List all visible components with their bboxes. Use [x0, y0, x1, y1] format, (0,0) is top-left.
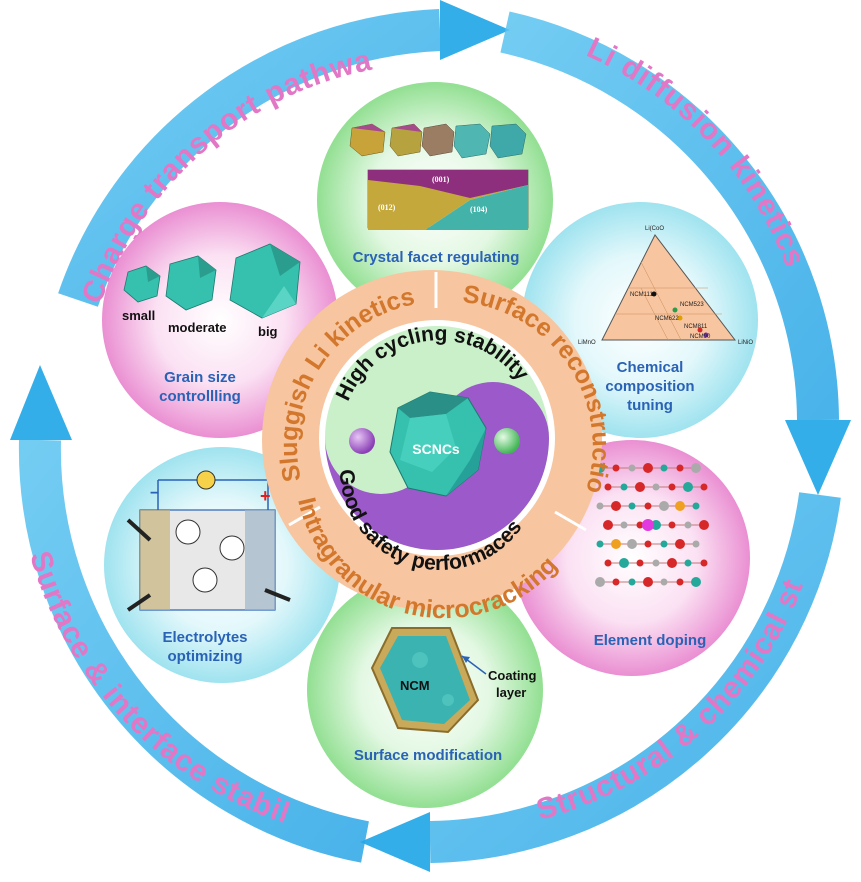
ternary-diagram: NCM111 NCM523 NCM622 NCM811 NCM90 Li(CoO…	[578, 226, 753, 346]
lattice-atom	[604, 483, 612, 491]
lattice-atom	[684, 559, 692, 567]
lattice-atom	[595, 577, 605, 587]
lattice-atom	[692, 502, 700, 510]
dopant-atom	[675, 501, 685, 511]
lattice-atom	[620, 521, 628, 529]
petal-title-grain-2: controllling	[159, 388, 241, 405]
petal-title-surface-mod: Surface modification	[354, 747, 502, 764]
lattice-atom	[619, 558, 629, 568]
lattice-atom	[676, 578, 684, 586]
point-label-ncm523: NCM523	[680, 302, 704, 308]
coating-label-1: Coating	[488, 668, 536, 683]
crystal-lattice	[595, 463, 709, 587]
lattice-atom	[620, 483, 628, 491]
minus-sign: −	[150, 485, 159, 502]
petal-title-electrolytes-2: optimizing	[168, 648, 243, 665]
point-label-ncm622: NCM622	[655, 316, 679, 322]
lattice-atom	[691, 463, 701, 473]
lattice-atom	[644, 502, 652, 510]
vertex-left: LiMnO	[578, 340, 596, 346]
petal-title-chem-1: Chemical	[617, 359, 684, 376]
lattice-atom	[652, 483, 660, 491]
petal-title-crystal-facet: Crystal facet regulating	[353, 249, 520, 266]
lattice-atom	[660, 578, 668, 586]
point-ncm111	[651, 291, 657, 297]
lattice-atom	[700, 559, 708, 567]
lattice-atom	[612, 464, 620, 472]
dopant-atom	[642, 519, 654, 531]
lattice-atom	[611, 501, 621, 511]
lattice-atom	[660, 540, 668, 548]
lattice-atom	[659, 501, 669, 511]
petal-title-electrolytes-1: Electrolytes	[162, 629, 247, 646]
point-ncm90	[703, 332, 709, 338]
point-label-ncm90: NCM90	[690, 334, 711, 340]
lattice-atom	[692, 540, 700, 548]
lattice-atom	[636, 559, 644, 567]
petal-title-element-doping: Element doping	[594, 632, 707, 649]
lattice-atom	[699, 520, 709, 530]
vertex-right: LiNiO	[738, 340, 753, 346]
grain-big: big	[258, 324, 278, 339]
facet-label-001: (001)	[432, 175, 450, 184]
lattice-atom	[644, 540, 652, 548]
lattice-atom	[668, 483, 676, 491]
outer-arrow-ring	[10, 0, 851, 872]
core-circle	[319, 320, 555, 556]
petal-title-chem-3: tuning	[627, 397, 673, 414]
lattice-atom	[604, 559, 612, 567]
lattice-atom	[651, 520, 661, 530]
grain-small: small	[122, 308, 155, 323]
lattice-atom	[612, 578, 620, 586]
petal-title-grain-1: Grain size	[164, 369, 236, 386]
lattice-atom	[676, 464, 684, 472]
lattice-atom	[628, 578, 636, 586]
lattice-atom	[667, 558, 677, 568]
lattice-atom	[596, 540, 604, 548]
facet-label-104: (104)	[470, 205, 488, 214]
petal-title-chem-2: composition	[605, 378, 694, 395]
point-ncm523	[672, 307, 678, 313]
lattice-atom	[636, 521, 644, 529]
grain-moderate: moderate	[168, 320, 227, 335]
lattice-atom	[691, 577, 701, 587]
point-ncm811	[697, 327, 703, 333]
lattice-atom	[596, 502, 604, 510]
core-label-scncs: SCNCs	[412, 441, 460, 457]
lattice-atom	[652, 559, 660, 567]
facet-label-012: (012)	[378, 203, 396, 212]
grain-crystals	[123, 243, 301, 319]
green-sphere	[494, 428, 520, 454]
lattice-atom	[643, 463, 653, 473]
lattice-atom	[628, 464, 636, 472]
point-label-ncm811: NCM811	[684, 324, 708, 330]
crystal-facet-figure: (001) (012) (104)	[349, 123, 529, 230]
ncm-label: NCM	[400, 678, 430, 693]
purple-sphere	[349, 428, 375, 454]
coating-label-2: layer	[496, 685, 526, 700]
lattice-atom	[684, 521, 692, 529]
lattice-atom	[635, 482, 645, 492]
lattice-atom	[628, 502, 636, 510]
lattice-atom	[668, 521, 676, 529]
lattice-atom	[643, 577, 653, 587]
lattice-atom	[683, 482, 693, 492]
battery-cell	[126, 470, 291, 612]
lattice-atom	[675, 539, 685, 549]
point-ncm622	[677, 315, 683, 321]
lattice-atom	[627, 539, 637, 549]
coated-particle	[370, 627, 487, 734]
vertex-top: Li(CoO	[645, 226, 664, 232]
plus-sign: +	[260, 486, 271, 506]
lattice-atom	[700, 483, 708, 491]
lattice-atom	[603, 520, 613, 530]
dopant-atom	[611, 539, 621, 549]
lattice-atom	[660, 464, 668, 472]
point-label-ncm111: NCM111	[630, 292, 653, 298]
